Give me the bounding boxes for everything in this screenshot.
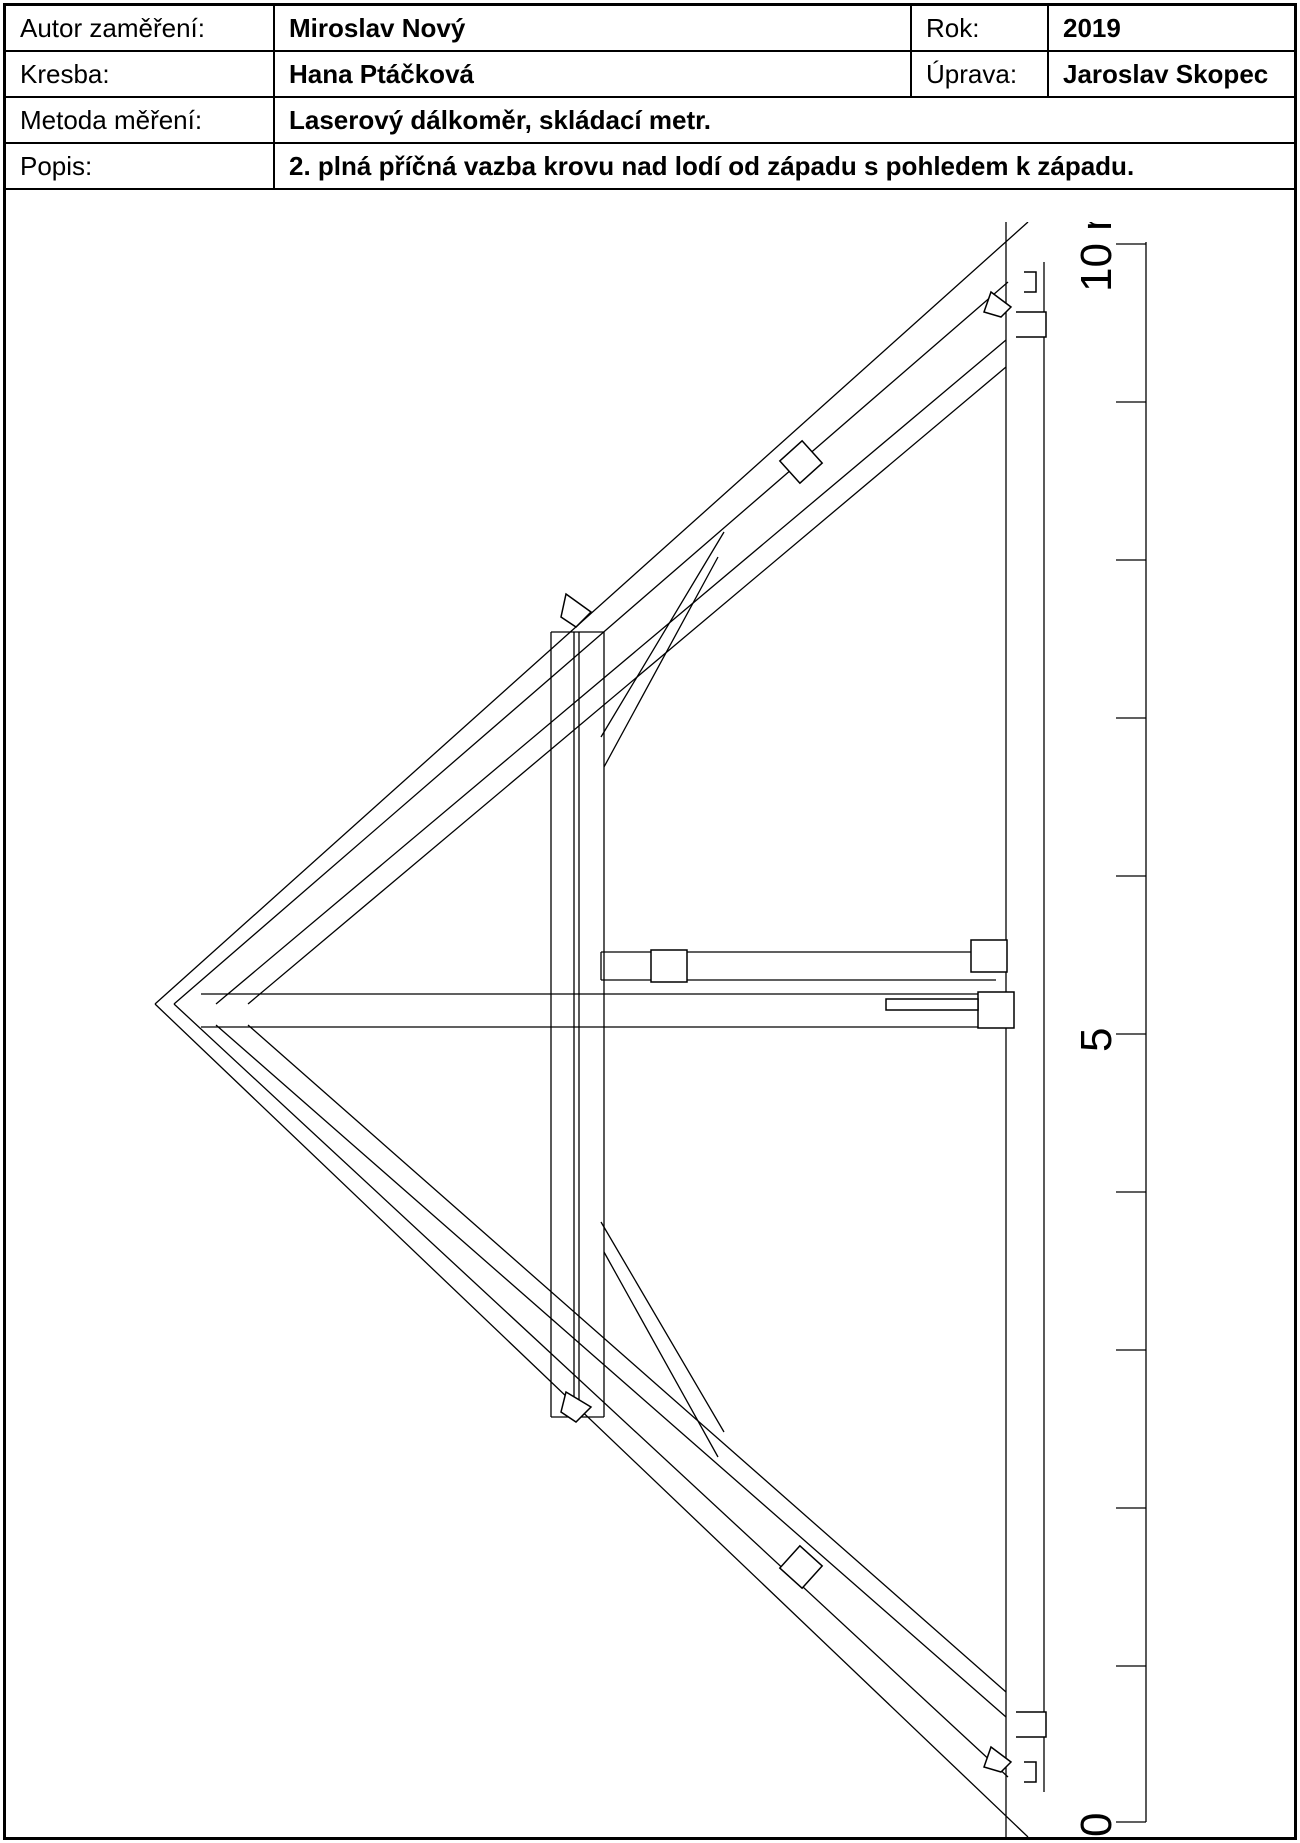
brace-upper-b <box>603 556 719 768</box>
collar-upper-a <box>215 339 1007 1005</box>
timber-joints <box>560 271 1047 1783</box>
collar-lower-b <box>247 1024 1007 1693</box>
joint-upper-mid <box>560 592 593 628</box>
drawing-value: Hana Ptáčková <box>273 50 912 98</box>
scale-label-zero: 0 <box>1072 1813 1121 1837</box>
joint-upper-top <box>983 290 1013 318</box>
roof-truss-drawing: 10 m 5 0 <box>6 222 1294 1837</box>
year-value: 2019 <box>1047 6 1294 52</box>
scale-label-five: 5 <box>1072 1028 1121 1052</box>
rafter-upper-outer <box>154 222 1029 1005</box>
notch-top-b <box>1016 311 1047 338</box>
peg-bar <box>885 998 979 1011</box>
drawing-label: Kresba: <box>6 50 275 98</box>
author-label: Autor zaměření: <box>6 6 275 52</box>
rafter-upper-inner <box>173 281 1009 1005</box>
scale-bar <box>1116 242 1147 1823</box>
row-drawing: Kresba: Hana Ptáčková Úprava: Jaroslav S… <box>6 50 1294 98</box>
truss-lines <box>154 222 1045 1837</box>
brace-lower-b <box>603 1251 719 1458</box>
purlin-lower <box>778 1544 824 1590</box>
block-mid-right <box>970 939 1008 973</box>
edit-label: Úprava: <box>910 50 1049 98</box>
description-label: Popis: <box>6 142 275 190</box>
brace-lower-a <box>600 1221 725 1433</box>
author-value: Miroslav Nový <box>273 6 912 52</box>
method-value: Laserový dálkoměr, skládací metr. <box>273 96 1294 144</box>
brace-upper-a <box>600 531 725 738</box>
joint-lower-mid <box>560 1390 593 1423</box>
notch-top-a <box>1024 271 1037 293</box>
collar-upper-b <box>247 366 1007 1005</box>
purlin-upper <box>778 439 824 485</box>
truss-svg: 10 m 5 0 <box>154 222 1147 1837</box>
block-mid-left <box>650 949 688 983</box>
row-description: Popis: 2. plná příčná vazba krovu nad lo… <box>6 142 1294 190</box>
edit-value: Jaroslav Skopec <box>1047 50 1294 98</box>
scale-label-ten: 10 m <box>1072 222 1121 292</box>
block-wall <box>977 991 1015 1029</box>
joint-lower-bottom <box>983 1745 1013 1773</box>
collar-lower-a <box>215 1024 1007 1718</box>
rafter-lower-outer <box>154 1003 1029 1837</box>
drawing-sheet: Autor zaměření: Miroslav Nový Rok: 2019 … <box>3 3 1297 1840</box>
rafter-lower-inner <box>173 1003 1009 1778</box>
notch-bottom-b <box>1016 1711 1047 1738</box>
row-method: Metoda měření: Laserový dálkoměr, skláda… <box>6 96 1294 144</box>
row-author: Autor zaměření: Miroslav Nový Rok: 2019 <box>6 6 1294 52</box>
method-label: Metoda měření: <box>6 96 275 144</box>
description-value: 2. plná příčná vazba krovu nad lodí od z… <box>273 142 1294 190</box>
year-label: Rok: <box>910 6 1049 52</box>
notch-bottom-a <box>1024 1761 1037 1783</box>
title-block: Autor zaměření: Miroslav Nový Rok: 2019 … <box>6 6 1294 190</box>
